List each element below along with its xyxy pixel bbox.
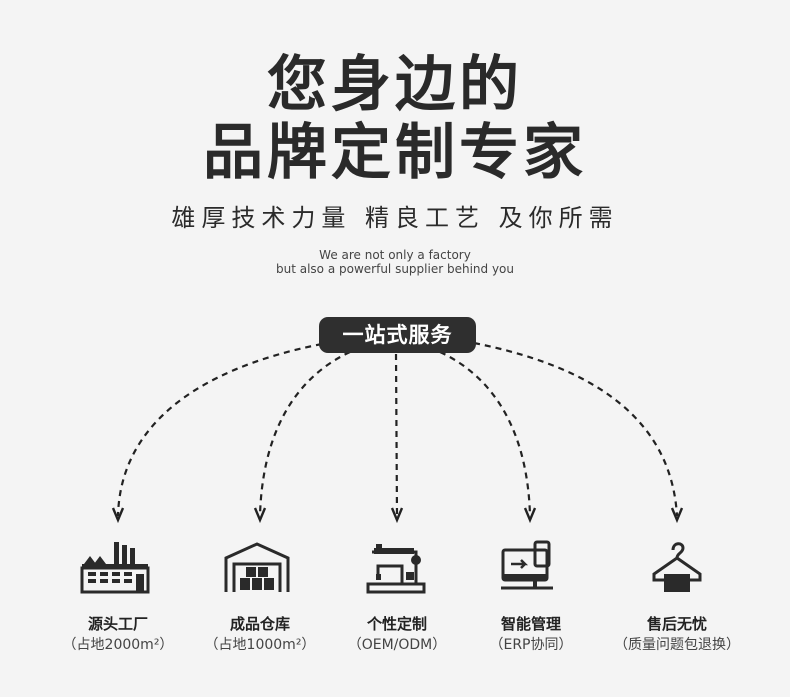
item-title-aftersales: 售后无忧 — [646, 615, 707, 633]
item-subtitle-aftersales: （质量问题包退换） — [614, 637, 740, 653]
item-title-warehouse: 成品仓库 — [229, 615, 290, 633]
arrow-to-factory — [116, 342, 323, 517]
erp-computer-icon — [501, 540, 553, 590]
headline-line-2: 品牌定制专家 — [203, 118, 587, 188]
arrow-to-aftersales — [473, 341, 679, 517]
arrow-to-warehouse — [258, 351, 351, 517]
tagline: 雄厚技术力量 精良工艺 及你所需 — [171, 204, 619, 232]
arrow-to-management — [439, 351, 532, 517]
one-stop-service-badge: 一站式服务 — [319, 317, 476, 353]
hanger-icon — [652, 542, 702, 592]
item-subtitle-custom: （OEM/ODM） — [347, 637, 447, 653]
item-title-custom: 个性定制 — [366, 615, 427, 633]
item-subtitle-factory: （占地2000m²） — [62, 637, 174, 653]
item-title-management: 智能管理 — [500, 615, 561, 633]
item-subtitle-management: （ERP协同） — [489, 637, 573, 653]
english-line-1: We are not only a factory — [319, 248, 471, 262]
arrow-to-custom — [394, 353, 399, 517]
item-title-factory: 源头工厂 — [87, 615, 148, 633]
headline-line-1: 您身边的 — [267, 50, 523, 120]
item-subtitle-warehouse: （占地1000m²） — [204, 637, 316, 653]
warehouse-icon — [224, 542, 290, 592]
english-line-2: but also a powerful supplier behind you — [276, 262, 514, 276]
sewing-machine-icon — [366, 544, 426, 594]
factory-icon — [80, 542, 150, 594]
